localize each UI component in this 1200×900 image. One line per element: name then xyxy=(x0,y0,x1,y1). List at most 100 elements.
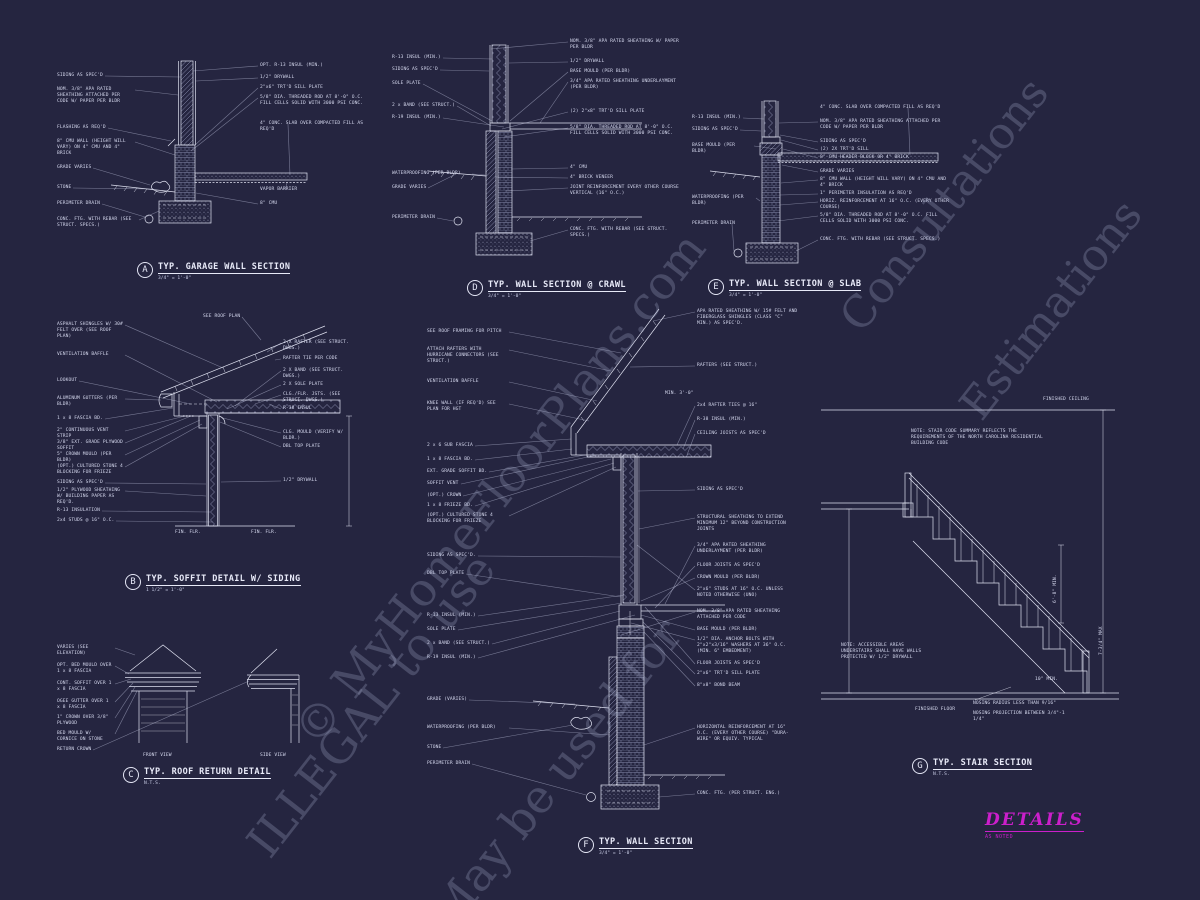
annotation-label: SIDE VIEW xyxy=(260,753,286,758)
detail-bubble: A xyxy=(137,262,153,278)
annotation-label: 2 x BAND (SEE STRUCT.) xyxy=(427,641,491,646)
annotation-label: 8" CMU WALL (HEIGHT WILL VARY) ON 4" CMU… xyxy=(820,177,947,188)
annotation-label: SIDING AS SPEC'D xyxy=(392,67,438,72)
annotation-label: APA RATED SHEATHING W/ 15# FELT AND FIBE… xyxy=(697,309,798,326)
annotation-label: FLOOR JOISTS AS SPEC'D xyxy=(697,661,761,666)
detail-wall-section-crawl: D TYP. WALL SECTION @ CRAWL 3/4" = 1'-0"… xyxy=(390,25,690,305)
annotation-label: PERIMETER DRAIN xyxy=(392,215,435,220)
crawl-wall-drawing xyxy=(427,44,642,256)
annotation-label: 2 x BAND (SEE STRUCT.) xyxy=(392,103,456,108)
detail-bubble: F xyxy=(578,837,594,853)
annotation-label: 2x4 RAFTER TIES @ 16" xyxy=(697,403,758,408)
detail-title: TYP. WALL SECTION xyxy=(599,837,693,849)
annotation-label: FRONT VIEW xyxy=(143,753,172,758)
annotation-label: 8" CMU xyxy=(260,201,278,206)
annotation-label: 2 X RAFTER (SEE STRUCT. DWGS.) xyxy=(283,340,349,351)
annotation-label: 5/8" DIA. THREADED ROD AT 8'-0" O.C. FIL… xyxy=(820,213,938,224)
annotation-label: (OPT.) CULTURED STONE 4 BLOCKING FOR FRI… xyxy=(427,513,493,524)
annotation-label: 2 X SOLE PLATE xyxy=(283,382,324,387)
annotation-label: EXT. GRADE SOFFIT BD. xyxy=(427,469,488,474)
annotation-label: SIDING AS SPEC'D xyxy=(57,73,103,78)
annotation-label: SOLE PLATE xyxy=(427,627,456,632)
annotation-label: 1/2" DRYWALL xyxy=(570,59,605,64)
annotation-label: GRADE VARIES xyxy=(392,185,427,190)
annotation-label: CONC. FTG. WITH REBAR (SEE STRUCT. SPECS… xyxy=(820,237,941,242)
annotation-label: VENTILATION BAFFLE xyxy=(57,352,109,357)
annotation-label: NOSING PROJECTION BETWEEN 3/4"-1 1/4" xyxy=(973,711,1065,722)
annotation-label: 4" CONC. SLAB OVER COMPACTED FILL AS REQ… xyxy=(820,105,941,110)
annotation-label: 2 x 6 SUB FASCIA xyxy=(427,443,473,448)
detail-scale: 1 1/2" = 1'-0" xyxy=(146,587,185,593)
slab-wall-drawing xyxy=(709,100,939,264)
annotation-label: NOM. 3/8" APA RATED SHEATHING W/ PAPER P… xyxy=(570,39,679,50)
detail-title: TYP. WALL SECTION @ SLAB xyxy=(729,279,862,291)
annotation-label: FIN. FLR. xyxy=(251,530,277,535)
annotation-label: FIN. FLR. xyxy=(175,530,201,535)
annotation-label: FLASHING AS REQ'D xyxy=(57,125,106,130)
annotation-label: WATERPROOFING (PER BLDR) xyxy=(427,725,496,730)
annotation-label: ASPHALT SHINGLES W/ 30# FELT OVER (SEE R… xyxy=(57,322,123,339)
annotation-label: 1/2" PLYWOOD SHEATHING W/ BUILDING PAPER… xyxy=(57,488,121,505)
annotation-label: R-38 INSUL xyxy=(283,406,312,411)
annotation-label: 6'-8" MIN. xyxy=(1053,574,1058,603)
annotation-label: 1" CROWN OVER 3/8" PLYWOOD xyxy=(57,715,109,726)
annotation-label: JOINT REINFORCEMENT EVERY OTHER COURSE V… xyxy=(570,185,679,196)
annotation-label: 8" CMU WALL (HEIGHT WILL VARY) ON 4" CMU… xyxy=(57,139,126,156)
annotation-label: 2"x6" TRT'D SILL PLATE xyxy=(260,85,324,90)
detail-scale: N.T.S. xyxy=(144,780,161,786)
annotation-label: SIDING AS SPEC'D xyxy=(692,127,738,132)
annotation-label: 4" BRICK VENEER xyxy=(570,175,613,180)
annotation-label: SOFFIT VENT xyxy=(427,481,459,486)
annotation-label: VENTILATION BAFFLE xyxy=(427,379,479,384)
detail-garage-wall-section: A TYP. GARAGE WALL SECTION 3/4" = 1'-0" … xyxy=(55,35,375,305)
annotation-label: RAFTERS (SEE STRUCT.) xyxy=(697,363,758,368)
detail-wall-section-slab: E TYP. WALL SECTION @ SLAB 3/4" = 1'-0" … xyxy=(690,95,990,305)
detail-header: D TYP. WALL SECTION @ CRAWL 3/4" = 1'-0" xyxy=(467,280,626,299)
annotation-label: FINISHED CEILING xyxy=(1043,397,1089,402)
annotation-label: R-19 INSUL (MIN.) xyxy=(427,655,476,660)
annotation-label: CLG. MOULD (VERIFY W/ BLDR.) xyxy=(283,430,344,441)
annotation-label: 1/2" DRYWALL xyxy=(283,478,318,483)
annotation-label: 3/8" EXT. GRADE PLYWOOD SOFFIT xyxy=(57,440,123,451)
annotation-label: R-13 INSULATION xyxy=(57,508,100,513)
annotation-label: CLG./FLR. JSTS. (SEE STRUCT. DWGS.) xyxy=(283,392,341,403)
detail-roof-return: C TYP. ROOF RETURN DETAIL N.T.S. VARIES … xyxy=(55,635,315,793)
annotation-label: SEE ROOF PLAN xyxy=(203,314,241,319)
annotation-label: BED MOULD W/ CORNICE ON STONE xyxy=(57,731,103,742)
annotation-label: NOM. 3/8" APA RATED SHEATHING ATTACHED P… xyxy=(57,87,121,104)
detail-soffit-siding: B TYP. SOFFIT DETAIL W/ SIDING 1 1/2" = … xyxy=(55,312,365,604)
detail-header: B TYP. SOFFIT DETAIL W/ SIDING 1 1/2" = … xyxy=(125,574,301,593)
annotation-label: SEE ROOF FRAMING FOR PITCH xyxy=(427,329,502,334)
annotation-label: R-38 INSUL (MIN.) xyxy=(697,417,746,422)
detail-scale: 3/4" = 1'-0" xyxy=(599,850,633,856)
annotation-label: (2) 2X TRT'D SILL xyxy=(820,147,869,152)
annotation-label: 1 x 8 FASCIA BD. xyxy=(57,416,103,421)
annotation-label: HORIZONTAL REINFORCEMENT AT 16" O.C. (EV… xyxy=(697,725,789,742)
annotation-label: 2"x6" TRT'D SILL PLATE xyxy=(697,671,761,676)
detail-title: TYP. STAIR SECTION xyxy=(933,758,1033,770)
annotation-label: 10" MIN. xyxy=(1035,677,1058,682)
annotation-label: NOTE: ACCESSIBLE AREAS UNDERSTAIRS SHALL… xyxy=(841,643,922,660)
annotation-label: (OPT.) CROWN xyxy=(427,493,462,498)
annotation-label: 8" CMU HEADER BLOCK OR 4" BRICK xyxy=(820,155,909,160)
annotation-label: 2 X BAND (SEE STRUCT. DWGS.) xyxy=(283,368,344,379)
detail-title: TYP. WALL SECTION @ CRAWL xyxy=(488,280,626,292)
detail-stair-section: G TYP. STAIR SECTION N.T.S. FINISHED CEI… xyxy=(815,355,1127,787)
annotation-label: HORIZ. REINFORCEMENT AT 16" O.C. (EVERY … xyxy=(820,199,949,210)
annotation-label: BASE MOULD (PER BLDR) xyxy=(697,627,758,632)
annotation-label: 1/2" DIA. ANCHOR BOLTS WITH 2"x2"x3/16" … xyxy=(697,637,786,654)
annotation-label: 8"x8" BOND BEAM xyxy=(697,683,740,688)
annotation-label: VARIES (SEE ELEVATION) xyxy=(57,645,89,656)
annotation-label: 5" CROWN MOULD (PER BLDR) xyxy=(57,452,112,463)
annotation-label: 5/8" DIA. THREADED ROD AT 8'-0" O.C. FIL… xyxy=(260,95,364,106)
annotation-label: CEILING JOISTS AS SPEC'D xyxy=(697,431,766,436)
annotation-label: SIDING AS SPEC'D xyxy=(820,139,866,144)
annotation-label: PERIMETER DRAIN xyxy=(427,761,470,766)
stair-drawing xyxy=(821,409,1119,701)
detail-bubble: C xyxy=(123,767,139,783)
annotation-label: WATERPROOFING (PER BLDR) xyxy=(392,171,461,176)
annotation-label: CONC. FTG. (PER STRUCT. ENG.) xyxy=(697,791,781,796)
annotation-label: STRUCTURAL SHEATHING TO EXTEND MINIMUM 1… xyxy=(697,515,786,532)
annotation-label: OPT. BED MOULD OVER 1 x 8 FASCIA xyxy=(57,663,112,674)
